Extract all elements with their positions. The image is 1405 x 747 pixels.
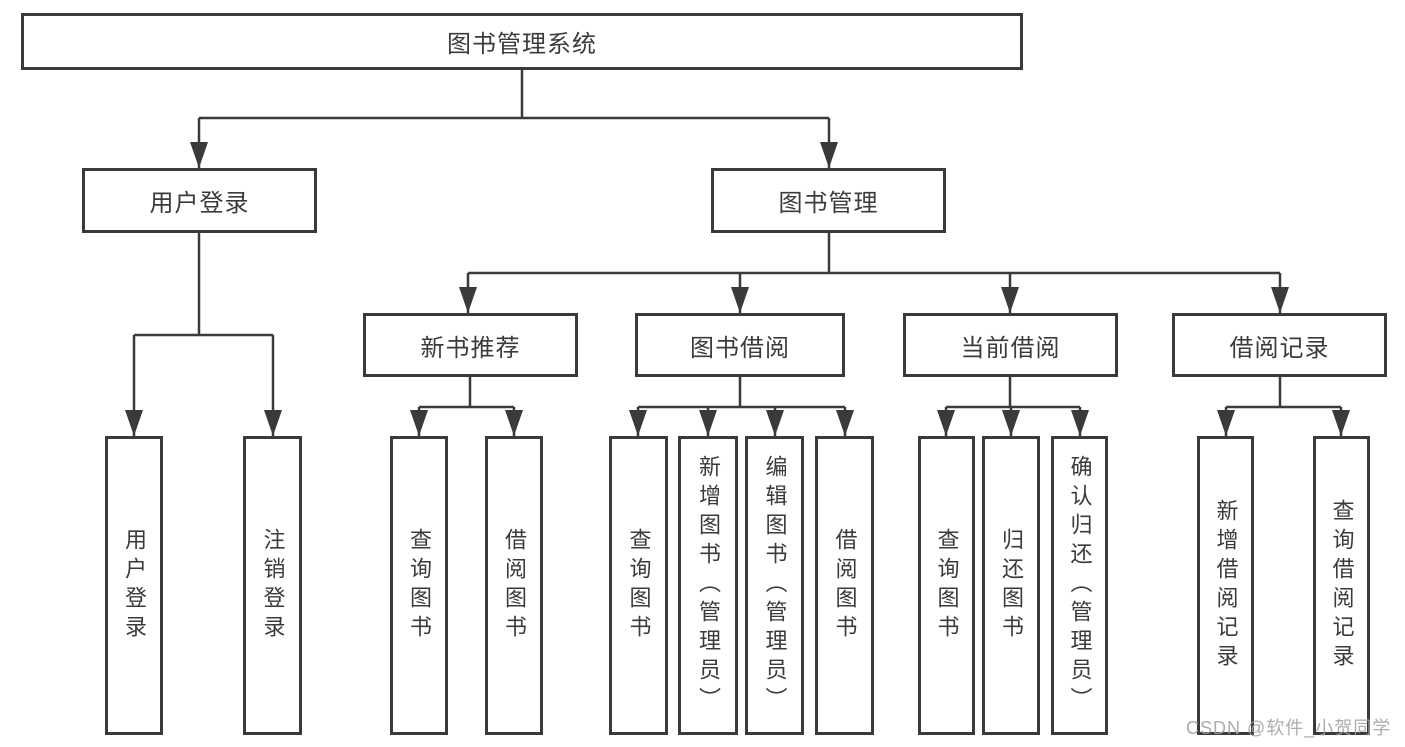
node-label: 图书管理 bbox=[778, 190, 879, 217]
node-label: 注销登录 bbox=[260, 527, 286, 644]
node-label: 借阅图书 bbox=[502, 527, 527, 644]
connector-current-borrowing bbox=[937, 377, 1089, 436]
node-library-system: 图书管理系统 bbox=[21, 13, 1023, 70]
leaf-records-query-record: 查询借阅记录 bbox=[1313, 436, 1370, 735]
connector-new-book-recommend bbox=[410, 377, 523, 436]
node-label: 查询图书 bbox=[407, 527, 432, 644]
node-new-book-recommend: 新书推荐 bbox=[363, 313, 578, 377]
node-borrowing-records: 借阅记录 bbox=[1172, 313, 1387, 377]
node-label: 用户登录 bbox=[122, 527, 147, 644]
leaf-logout: 注销登录 bbox=[243, 436, 302, 735]
leaf-newbook-borrow-books: 借阅图书 bbox=[485, 436, 543, 735]
connector-user-login bbox=[125, 233, 282, 436]
connector-root bbox=[190, 70, 838, 168]
leaf-current-confirm-return-admin: 确认归还（管理员） bbox=[1051, 436, 1108, 735]
node-label: 借阅记录 bbox=[1229, 334, 1330, 362]
leaf-records-add-record: 新增借阅记录 bbox=[1197, 436, 1254, 735]
node-label: 新书推荐 bbox=[420, 334, 521, 362]
node-book-borrowing: 图书借阅 bbox=[635, 313, 845, 377]
leaf-current-return-books: 归还图书 bbox=[982, 436, 1040, 735]
leaf-user-login: 用户登录 bbox=[105, 436, 163, 735]
node-label: 图书借阅 bbox=[690, 334, 790, 362]
connector-book-borrowing bbox=[629, 377, 854, 436]
node-label: 新增图书（管理员） bbox=[696, 455, 721, 716]
leaf-current-query-books: 查询图书 bbox=[918, 436, 975, 735]
node-label: 查询借阅记录 bbox=[1329, 498, 1355, 673]
leaf-newbook-query-books: 查询图书 bbox=[390, 436, 448, 735]
csdn-watermark: CSDN @软件_小贺同学 bbox=[1186, 718, 1392, 738]
leaf-borrow-edit-books-admin: 编辑图书（管理员） bbox=[745, 436, 804, 735]
connector-borrowing-records bbox=[1217, 377, 1350, 436]
node-book-management: 图书管理 bbox=[711, 168, 946, 233]
node-label: 用户登录 bbox=[149, 190, 250, 217]
connector-book-management bbox=[459, 233, 1289, 313]
leaf-borrow-add-books-admin: 新增图书（管理员） bbox=[678, 436, 738, 735]
node-label: 新增借阅记录 bbox=[1213, 498, 1239, 673]
node-label: 编辑图书（管理员） bbox=[762, 455, 788, 716]
leaf-borrow-borrow-books: 借阅图书 bbox=[815, 436, 874, 735]
node-label: 当前借阅 bbox=[960, 334, 1061, 362]
node-label: 借阅图书 bbox=[832, 527, 858, 644]
leaf-borrow-query-books: 查询图书 bbox=[609, 436, 668, 735]
node-label: 归还图书 bbox=[999, 527, 1024, 644]
node-label: 图书管理系统 bbox=[447, 31, 597, 58]
node-label: 确认归还（管理员） bbox=[1067, 455, 1093, 716]
node-current-borrowing: 当前借阅 bbox=[903, 313, 1118, 377]
node-label: 查询图书 bbox=[934, 527, 960, 644]
node-user-login: 用户登录 bbox=[82, 168, 317, 233]
node-label: 查询图书 bbox=[626, 527, 652, 644]
